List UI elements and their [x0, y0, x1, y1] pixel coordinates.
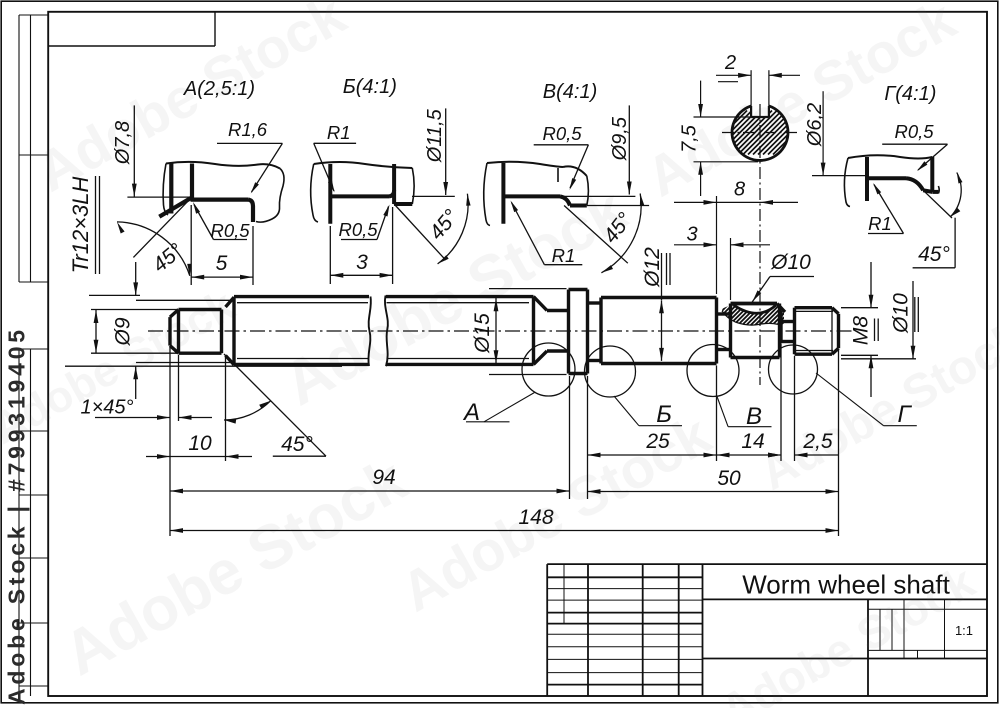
svg-text:8: 8	[734, 179, 745, 201]
svg-text:5: 5	[216, 252, 228, 275]
svg-text:1×45°: 1×45°	[80, 397, 133, 419]
svg-text:45°: 45°	[918, 243, 950, 266]
svg-text:Ø9: Ø9	[112, 317, 135, 346]
svg-text:Ø9,5: Ø9,5	[609, 116, 631, 161]
svg-text:M8: M8	[850, 316, 873, 345]
svg-text:Adobe Stock | #799319405: Adobe Stock | #799319405	[4, 326, 30, 705]
svg-text:R1: R1	[868, 213, 892, 234]
svg-text:R0,5: R0,5	[894, 121, 934, 142]
svg-text:Ø6,2: Ø6,2	[804, 103, 826, 147]
svg-text:R1: R1	[327, 122, 351, 143]
svg-text:Ø7,8: Ø7,8	[112, 121, 134, 165]
svg-text:148: 148	[518, 506, 553, 529]
svg-text:2,5: 2,5	[802, 430, 833, 453]
svg-text:Ø10: Ø10	[770, 251, 811, 274]
svg-text:R0,5: R0,5	[338, 219, 378, 240]
svg-text:Б: Б	[656, 401, 672, 428]
svg-text:А: А	[462, 399, 480, 426]
svg-text:14: 14	[741, 430, 764, 453]
svg-text:R1: R1	[552, 245, 576, 266]
svg-text:2: 2	[724, 52, 736, 74]
svg-text:Б(4:1): Б(4:1)	[343, 76, 397, 98]
svg-text:45°: 45°	[281, 433, 313, 456]
svg-text:Worm wheel shaft: Worm wheel shaft	[742, 570, 950, 600]
svg-text:25: 25	[645, 430, 670, 453]
svg-text:3: 3	[356, 251, 368, 274]
svg-text:Г: Г	[897, 401, 912, 428]
svg-text:Ø10: Ø10	[890, 293, 913, 334]
svg-text:Ø12: Ø12	[641, 247, 664, 288]
svg-text:R1,6: R1,6	[228, 119, 268, 140]
svg-text:Ø15: Ø15	[471, 313, 494, 354]
svg-text:10: 10	[188, 432, 212, 455]
svg-text:3: 3	[686, 224, 697, 246]
svg-text:Tr12×3LH: Tr12×3LH	[68, 176, 93, 273]
svg-text:А(2,5:1): А(2,5:1)	[183, 78, 255, 100]
svg-text:В: В	[746, 403, 762, 430]
svg-text:Ø11,5: Ø11,5	[424, 108, 446, 163]
svg-text:1:1: 1:1	[955, 623, 973, 638]
svg-text:R0,5: R0,5	[542, 123, 582, 144]
svg-text:50: 50	[717, 467, 741, 490]
svg-text:В(4:1): В(4:1)	[543, 81, 597, 103]
svg-text:7,5: 7,5	[679, 124, 701, 153]
svg-text:94: 94	[372, 466, 395, 489]
svg-text:R0,5: R0,5	[210, 220, 250, 241]
svg-text:Г(4:1): Г(4:1)	[884, 83, 936, 105]
